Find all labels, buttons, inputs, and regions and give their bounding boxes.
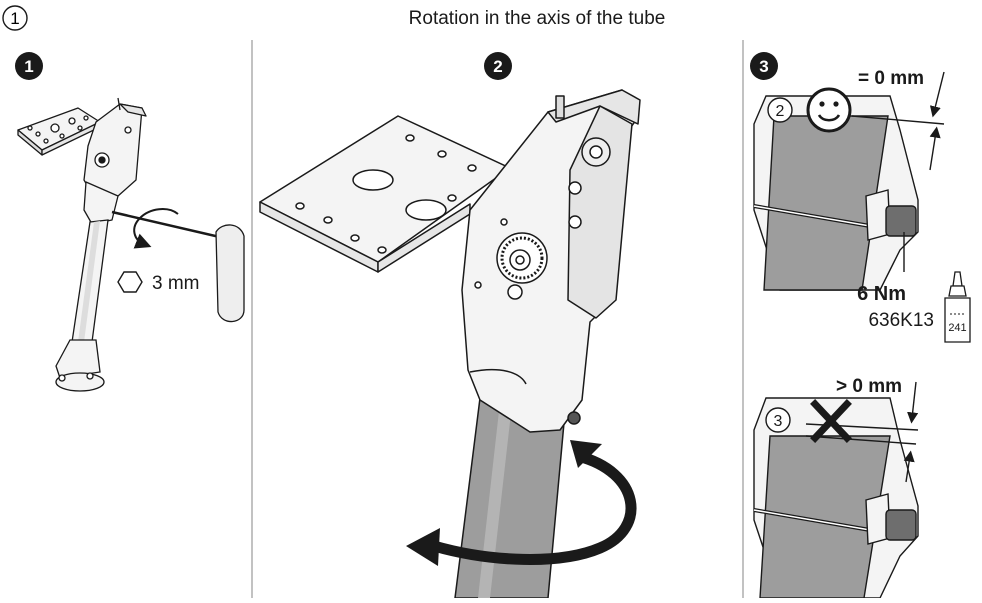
gap-dimension — [851, 71, 945, 171]
badge-number: 2 — [776, 103, 785, 120]
clamp-bolt-highlight — [753, 509, 871, 531]
bottle-label: 241 — [948, 322, 966, 334]
clamp-bolt-highlight — [753, 205, 871, 227]
detail-incorrect: > 0 mm 3 — [753, 376, 919, 599]
rotation-arrow-head — [406, 528, 440, 566]
step-number: 1 — [24, 57, 33, 76]
clamp-knob — [885, 509, 917, 541]
tube — [55, 219, 109, 392]
mounting-plate — [17, 107, 101, 156]
panel-step-2: 2 — [259, 52, 641, 599]
section-number-badge: 1 — [2, 5, 28, 31]
mounting-plate — [259, 115, 511, 273]
step-number: 3 — [759, 57, 768, 76]
diagram-title: Rotation in the axis of the tube — [409, 8, 666, 29]
panel-step-1: 1 — [15, 52, 245, 392]
step-badge: 1 — [15, 52, 43, 80]
hex-size-label: 3 mm — [117, 271, 200, 294]
gap-label: = 0 mm — [858, 68, 924, 89]
status-badge: 2 — [767, 97, 793, 123]
step-badge: 2 — [484, 52, 512, 80]
torque-value: 6 Nm — [857, 283, 906, 305]
badge-number: 3 — [774, 413, 783, 430]
tool-size: 3 mm — [152, 273, 200, 294]
adhesive-code: 636K13 — [868, 310, 934, 331]
pivot-bracket — [461, 89, 641, 433]
gap-label: > 0 mm — [836, 376, 902, 397]
step-number: 2 — [493, 57, 502, 76]
hex-key-tool — [111, 210, 245, 323]
hexagon-icon — [117, 271, 143, 293]
cross-icon — [810, 399, 852, 443]
rotation-arrow — [133, 208, 179, 249]
rotation-arrow-tail — [570, 440, 602, 468]
smiley-icon — [806, 87, 852, 133]
rotation-arrow — [432, 450, 637, 565]
step-badge: 3 — [750, 52, 778, 80]
pivot-bracket — [83, 97, 147, 225]
tube-highlight — [478, 402, 512, 598]
panel-step-3: 3 = 0 mm 2 — [750, 52, 971, 599]
status-badge: 3 — [765, 407, 791, 433]
detail-correct: = 0 mm 2 6 Nm 636K13 241 — [753, 68, 971, 343]
threadlocker-bottle-icon: 241 — [944, 271, 971, 343]
section-number: 1 — [10, 9, 19, 28]
clamp-knob — [885, 205, 917, 237]
